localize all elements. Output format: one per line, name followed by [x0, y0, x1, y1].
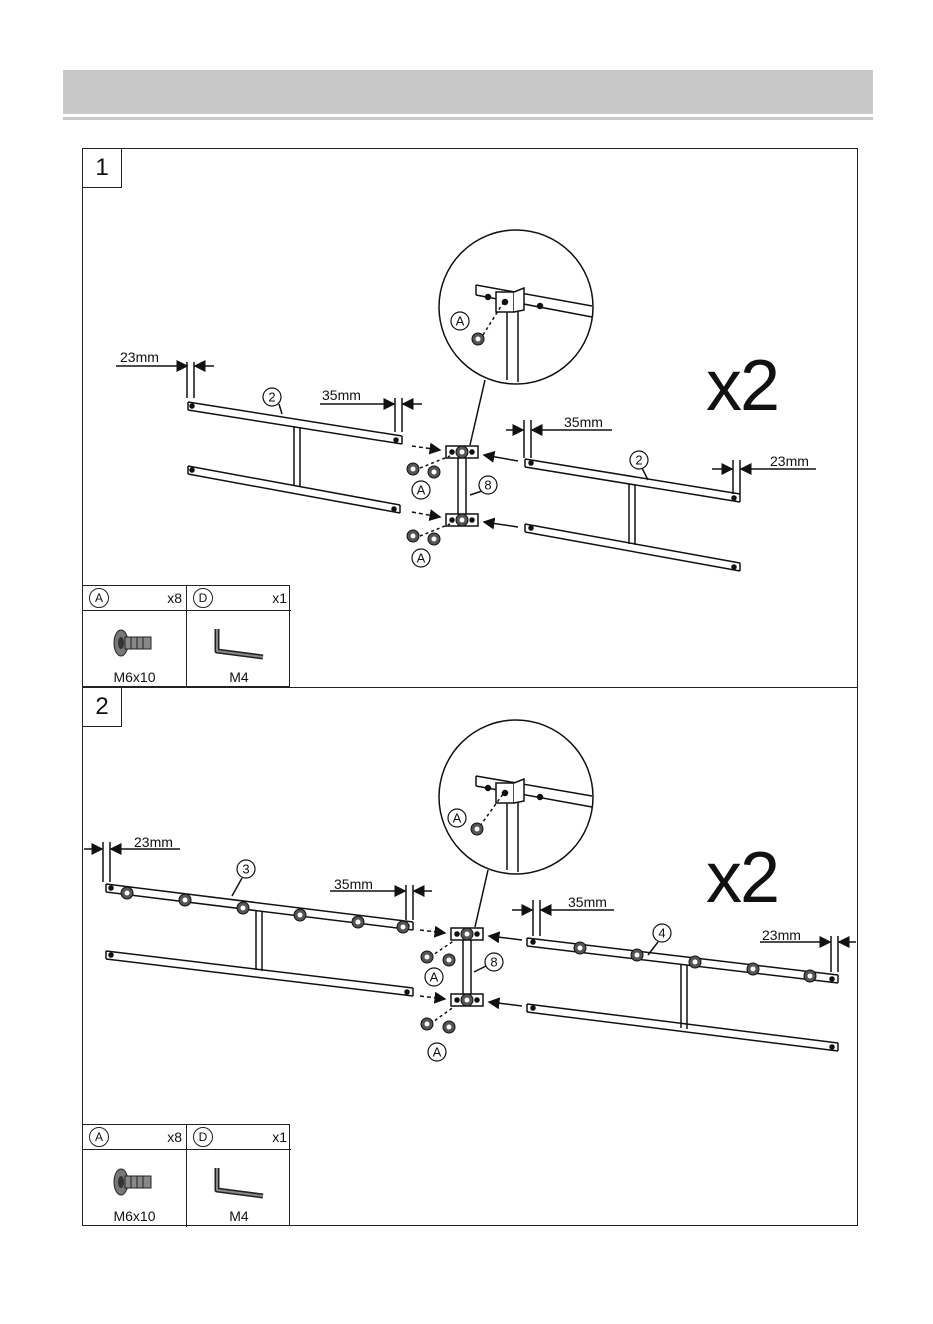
- dimension-label: 35mm: [568, 894, 607, 910]
- callout-frame: 2: [268, 390, 275, 405]
- callout-frame: 3: [242, 862, 249, 877]
- callout-screw: A: [430, 970, 439, 985]
- callout-screw: A: [417, 483, 426, 498]
- callout-screw: A: [453, 811, 462, 826]
- callout-screw: A: [456, 314, 465, 329]
- callout-screw: A: [417, 551, 426, 566]
- callout-frame: 4: [658, 926, 665, 941]
- dimension-label: 35mm: [322, 387, 361, 403]
- dimension-label: 23mm: [120, 349, 159, 365]
- dimension-label: 35mm: [564, 414, 603, 430]
- dimension-label: 23mm: [770, 453, 809, 469]
- callout-screw: A: [433, 1045, 442, 1060]
- dimension-label: 23mm: [762, 927, 801, 943]
- callout-frame: 2: [635, 453, 642, 468]
- dimension-label: 35mm: [334, 876, 373, 892]
- callout-connector: 8: [490, 955, 497, 970]
- dimension-label: 23mm: [134, 834, 173, 850]
- callout-connector: 8: [484, 478, 491, 493]
